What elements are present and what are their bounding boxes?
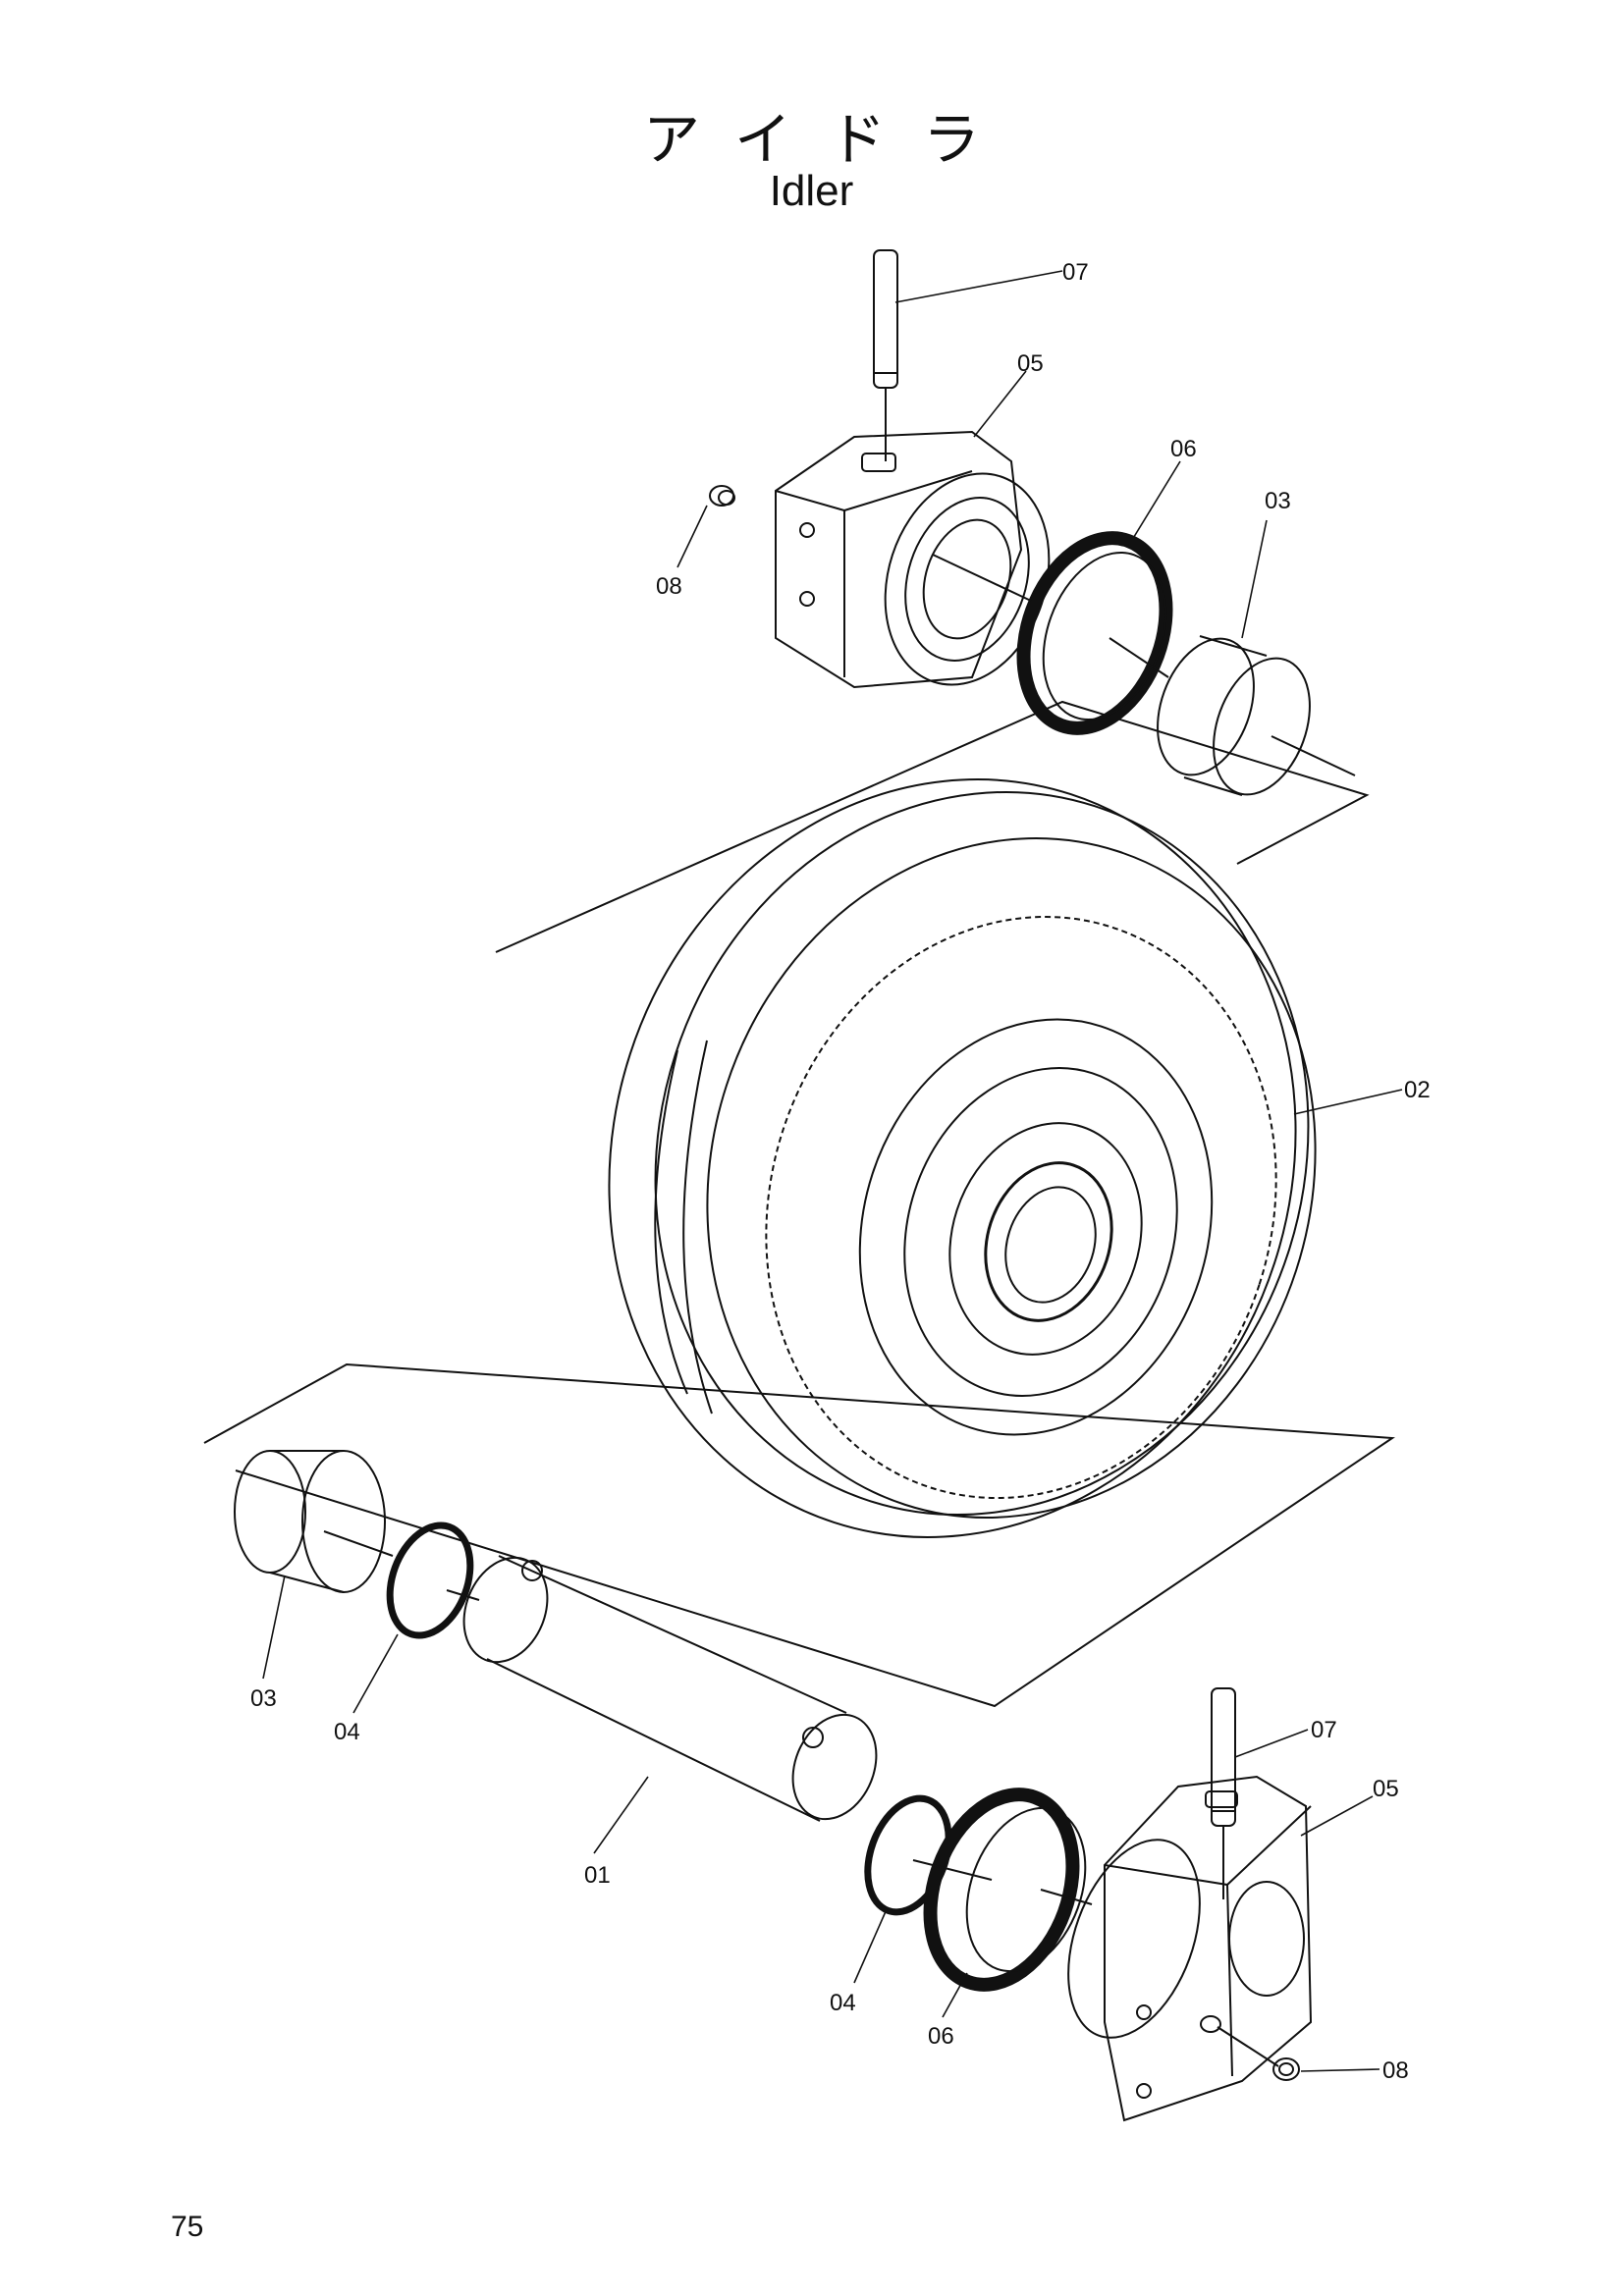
pin-bottom (1211, 1687, 1236, 1899)
callout-04-bottom: 04 (830, 1990, 856, 2016)
support-bottom (1067, 1775, 1313, 2122)
callout-03-left: 03 (250, 1685, 277, 1712)
pin-top (873, 249, 898, 461)
guide-plane-lower (203, 1362, 1395, 1708)
floating-seal-top (1016, 531, 1173, 735)
o-ring-left (386, 1522, 474, 1639)
callout-01: 01 (584, 1862, 611, 1889)
title-english: Idler (769, 167, 854, 215)
axis-lower-left-2 (446, 1589, 480, 1601)
axis-lower-left (323, 1530, 394, 1557)
callout-06-top: 06 (1170, 436, 1197, 462)
callout-06-bottom: 06 (928, 2023, 954, 2050)
axis-lower-right-3 (1217, 2026, 1279, 2067)
bushing-top (1157, 635, 1311, 796)
bushing-left (234, 1450, 386, 1593)
callout-03-top: 03 (1265, 488, 1291, 514)
callout-04-left: 04 (334, 1719, 360, 1745)
guide-plane-upper (495, 700, 1370, 953)
axis-upper-2 (1109, 637, 1169, 678)
callout-02: 02 (1404, 1077, 1431, 1103)
floating-seal-bottom (923, 1788, 1087, 1992)
axis-lower-right-2 (1040, 1889, 1093, 1905)
plug-bottom (1272, 2057, 1300, 2081)
leader-lines (262, 270, 1403, 2072)
callout-07-bottom: 07 (1311, 1717, 1337, 1743)
axis-upper (932, 554, 1032, 602)
callout-07-top: 07 (1062, 259, 1089, 286)
shaft (462, 1555, 878, 1822)
title-japanese: アイドラ (642, 106, 1018, 173)
plug-top (709, 485, 735, 507)
page-number: 75 (171, 2211, 204, 2243)
callout-08-top: 08 (656, 573, 682, 600)
callout-05-bottom: 05 (1373, 1776, 1399, 1802)
axis-upper-3 (1271, 735, 1356, 776)
callout-05-top: 05 (1017, 350, 1044, 377)
axis-lower-right (912, 1859, 993, 1881)
idler-wheel (608, 778, 1317, 1538)
callout-08-bottom: 08 (1382, 2057, 1409, 2084)
